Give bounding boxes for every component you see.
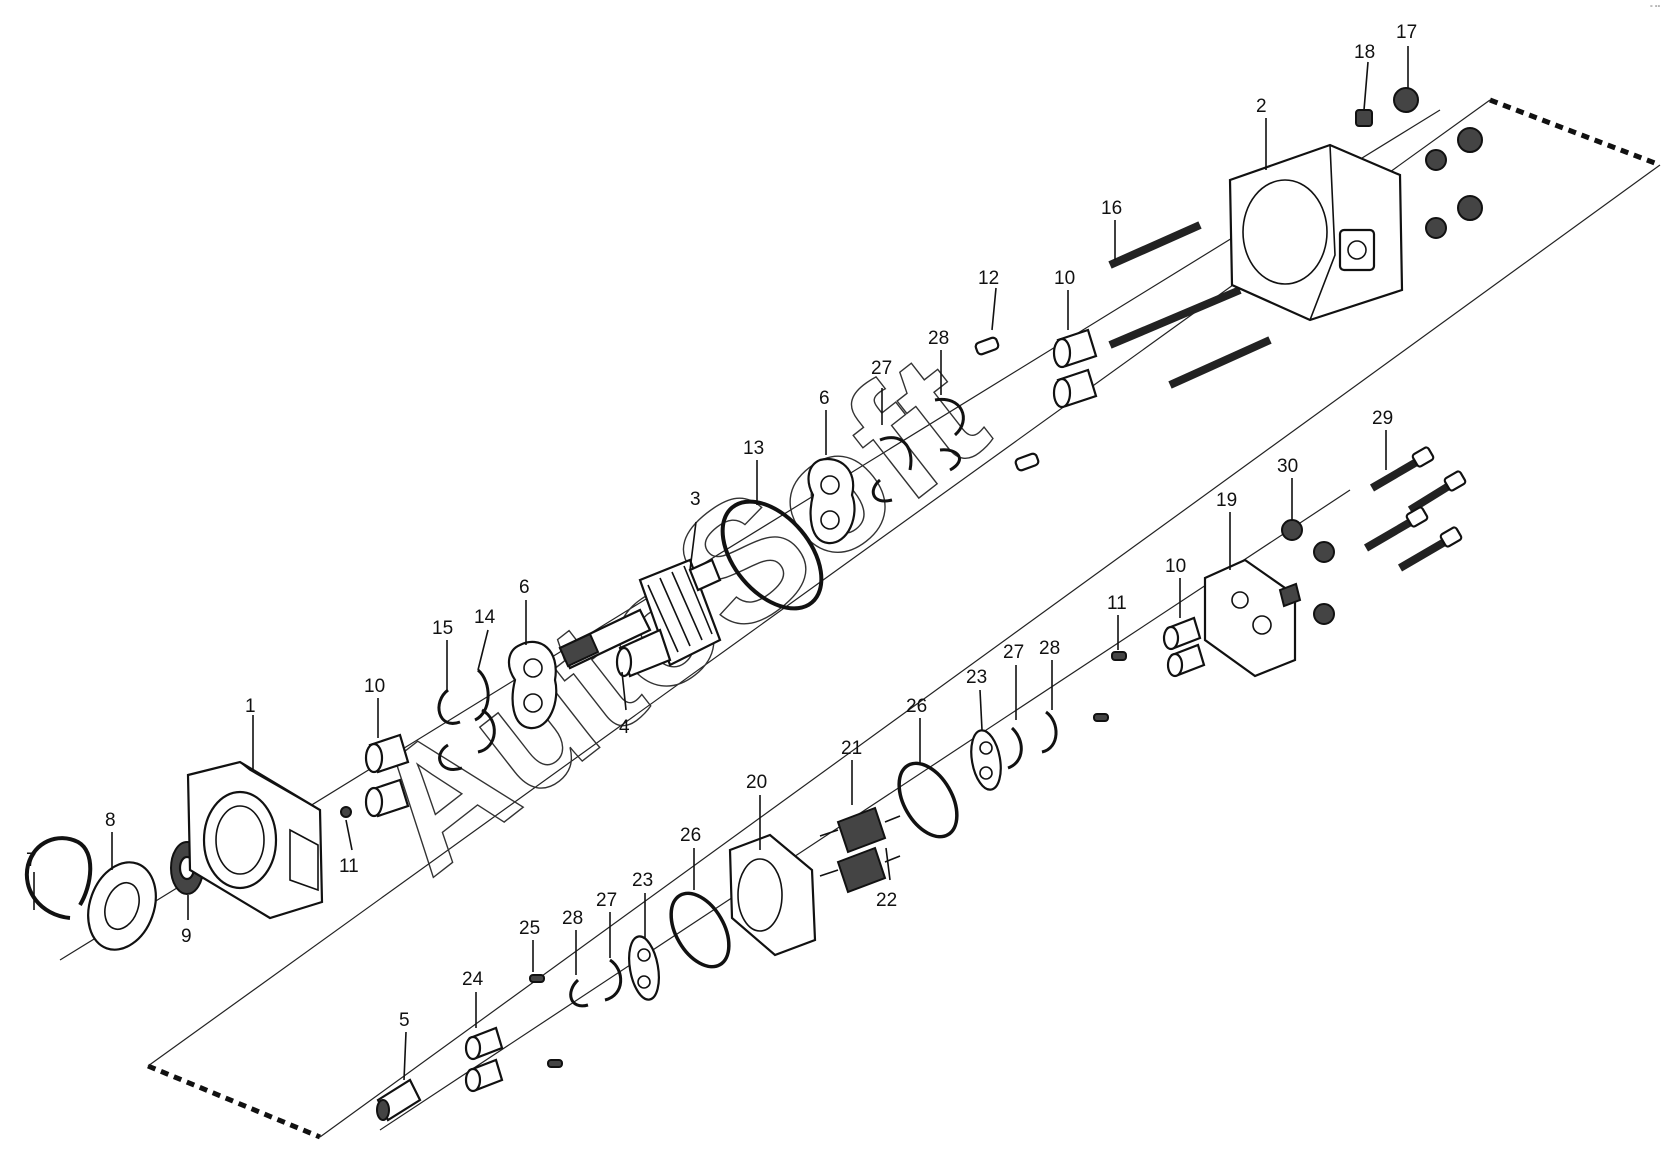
part-5-shaft-fitting <box>376 1078 422 1122</box>
part-26-o-ring-front <box>669 891 731 969</box>
callout-7: 7 <box>26 850 37 871</box>
part-17-nut <box>1393 87 1419 113</box>
part-1-front-cover <box>186 760 324 920</box>
callout-24: 24 <box>462 969 484 990</box>
callout-6-rear: 6 <box>819 388 830 409</box>
part-26-o-ring-rear <box>897 761 959 839</box>
part-12-dowel <box>974 336 1000 356</box>
callout-11-front: 11 <box>339 856 359 877</box>
part-11-dowel-lower <box>1111 651 1127 661</box>
part-21-22-gears <box>819 806 901 894</box>
lower-small-dowel <box>1093 713 1109 722</box>
callout-10-front: 10 <box>364 676 385 697</box>
part-6-pressure-plate-rear <box>807 457 856 545</box>
callout-4: 4 <box>619 717 630 738</box>
part-10-bushings-front <box>364 733 410 818</box>
part-28-27-23-lower-front <box>569 935 660 1008</box>
callout-23-rear: 23 <box>966 667 987 688</box>
part-18-fitting <box>1355 109 1373 127</box>
part-27-28-seal-rings-rear <box>871 397 965 503</box>
callout-8: 8 <box>105 810 116 831</box>
callout-17: 17 <box>1396 22 1417 43</box>
callout-22: 22 <box>876 890 897 911</box>
callout-16: 16 <box>1101 198 1122 219</box>
part-7-snap-ring <box>24 836 93 920</box>
corner-mark: ° °° <box>1650 4 1661 12</box>
callout-1: 1 <box>245 696 256 717</box>
callout-18: 18 <box>1354 42 1375 63</box>
part-10-bushings-lower <box>1162 616 1206 678</box>
callout-25: 25 <box>519 918 540 939</box>
callout-27-upper: 27 <box>871 358 892 379</box>
part-12-dowel-b <box>1014 452 1040 472</box>
callout-15: 15 <box>432 618 453 639</box>
callout-28-lower-front: 28 <box>562 908 583 929</box>
rear-washers <box>1425 127 1483 239</box>
part-2-rear-housing <box>1228 143 1404 322</box>
part-25-dowel-b <box>547 1059 563 1068</box>
callout-26-rear: 26 <box>906 696 927 717</box>
callout-5: 5 <box>399 1010 410 1031</box>
part-15-14-seal-rings <box>437 668 496 771</box>
part-30-washer <box>1281 519 1303 541</box>
callout-23-front: 23 <box>632 870 653 891</box>
callout-2: 2 <box>1256 96 1267 117</box>
callout-leaders <box>33 46 1409 1081</box>
callout-19: 19 <box>1216 490 1237 511</box>
callout-numbers: 1 2 3 4 5 6 6 7 8 9 10 10 10 11 11 12 13… <box>26 22 1417 1031</box>
part-20-gear-housing <box>728 833 817 957</box>
callout-11-lower: 11 <box>1107 593 1127 614</box>
part-10-bushings-rear <box>1052 328 1098 409</box>
callout-14: 14 <box>474 607 496 628</box>
callout-30: 30 <box>1277 456 1298 477</box>
part-23-27-28-lower-rear <box>970 710 1058 791</box>
callout-6-front: 6 <box>519 577 530 598</box>
callout-29: 29 <box>1372 408 1393 429</box>
part-24-bushings <box>464 1026 504 1093</box>
callout-10-rear: 10 <box>1054 268 1075 289</box>
callout-10-lower: 10 <box>1165 556 1186 577</box>
part-16-studs <box>1108 221 1272 389</box>
callout-12: 12 <box>978 268 999 289</box>
callout-27-lower-front: 27 <box>596 890 617 911</box>
part-25-dowel <box>529 974 545 983</box>
assembly-boundary <box>147 97 1661 1140</box>
callout-26-front: 26 <box>680 825 701 846</box>
callout-28-lower-rear: 28 <box>1039 638 1060 659</box>
lower-right-washers <box>1313 541 1335 625</box>
part-13-o-ring <box>720 499 824 611</box>
callout-20: 20 <box>746 772 767 793</box>
callout-28-upper: 28 <box>928 328 949 349</box>
callout-27-lower-rear: 27 <box>1003 642 1024 663</box>
part-29-bolts <box>1363 446 1467 572</box>
callout-9: 9 <box>181 926 192 947</box>
part-6-pressure-plate-front <box>507 640 558 730</box>
callout-13: 13 <box>743 438 764 459</box>
callout-21: 21 <box>841 738 862 759</box>
part-8-bearing <box>87 861 157 951</box>
part-11-dowel <box>340 806 352 818</box>
part-3-drive-gear-shaft <box>558 558 722 670</box>
part-19-rear-cover <box>1203 558 1302 678</box>
callout-3: 3 <box>690 489 701 510</box>
part-4-driven-gear <box>615 628 672 678</box>
